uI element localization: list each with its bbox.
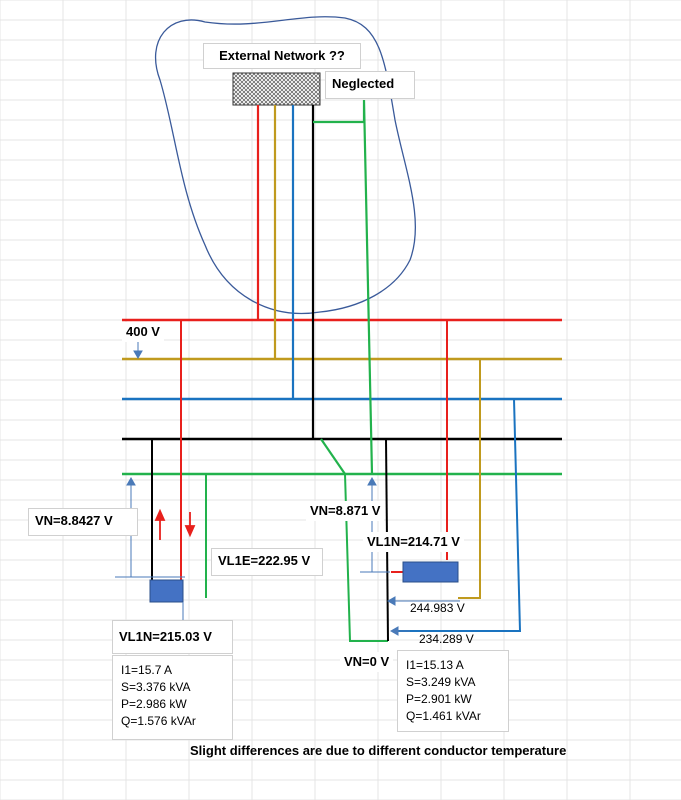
left-load-active-power: P=2.986 kW [121,697,187,711]
right-load-active-power: P=2.901 kW [406,692,472,706]
right-l3-drop [392,398,522,632]
right-l2-drop [458,359,481,599]
right-load-apparent-power: S=3.249 kVA [406,675,476,689]
external-network-transformer [232,72,321,106]
label-234v: 234.289 V [419,632,474,646]
label-vn-left: VN=8.8427 V [28,508,138,536]
neutral-earth-link [320,438,346,475]
left-load-info: I1=15.7 A S=3.376 kVA P=2.986 kW Q=1.576… [112,655,233,740]
external-network-cloud [154,16,416,315]
current-arrows [154,508,196,540]
label-neglected: Neglected [325,71,415,99]
right-load-box [402,561,459,583]
footnote: Slight differences are due to different … [190,743,567,758]
left-load-reactive-power: Q=1.576 kVAr [121,714,196,728]
label-vl1n-right: VL1N=214.71 V [363,532,464,552]
label-vn-right: VN=8.871 V [306,501,385,521]
label-400v: 400 V [122,322,164,342]
right-load-info: I1=15.13 A S=3.249 kVA P=2.901 kW Q=1.46… [397,650,509,732]
right-load-reactive-power: Q=1.461 kVAr [406,709,481,723]
left-load-apparent-power: S=3.376 kVA [121,680,191,694]
right-load-current: I1=15.13 A [406,658,464,672]
left-load-box [149,579,184,603]
label-vn-zero: VN=0 V [340,652,394,672]
label-244v: 244.983 V [410,601,465,615]
label-vl1n-left: VL1N=215.03 V [112,620,233,654]
earth-down-right [344,473,388,642]
left-load-current: I1=15.7 A [121,663,173,677]
feeder-earth-neglected [313,99,374,475]
label-external-network: External Network ?? [203,43,361,69]
label-vl1e: VL1E=222.95 V [211,548,323,576]
